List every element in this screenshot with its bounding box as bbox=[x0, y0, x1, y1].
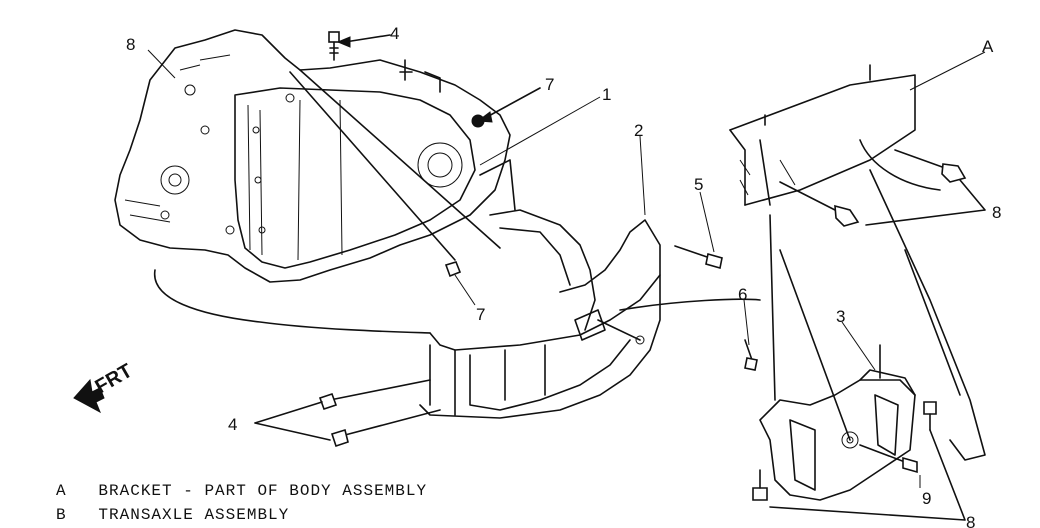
callout-5: 5 bbox=[694, 175, 703, 194]
front-direction-indicator: FRT bbox=[73, 360, 137, 414]
callout-8-upper: 8 bbox=[992, 203, 1001, 222]
legend-item-a: A BRACKET - PART OF BODY ASSEMBLY bbox=[56, 482, 427, 500]
legend-key: A bbox=[56, 482, 67, 500]
callout-4-lower: 4 bbox=[228, 415, 237, 434]
callout-7-upper: 7 bbox=[545, 75, 554, 94]
mount-crossmember bbox=[154, 209, 761, 419]
body-bracket-a bbox=[729, 64, 986, 461]
leader-lines bbox=[147, 34, 986, 488]
bolts-8-upper bbox=[779, 149, 986, 227]
nut-7-lower bbox=[444, 261, 462, 278]
bolt-6 bbox=[744, 339, 758, 371]
front-label: FRT bbox=[92, 360, 137, 398]
callout-2: 2 bbox=[634, 121, 643, 140]
front-arrow-icon bbox=[73, 378, 105, 414]
legend-text: TRANSAXLE ASSEMBLY bbox=[98, 506, 290, 524]
legend-item-b: B TRANSAXLE ASSEMBLY bbox=[56, 506, 289, 524]
legend-key: B bbox=[56, 506, 67, 524]
engine-mount-3 bbox=[759, 344, 916, 501]
callout-B: 8 bbox=[126, 35, 135, 54]
transaxle-assembly bbox=[114, 29, 516, 283]
callout-A: A bbox=[982, 37, 994, 56]
callout-1: 1 bbox=[602, 85, 611, 104]
callout-3: 3 bbox=[836, 307, 845, 326]
callout-9: 9 bbox=[922, 489, 931, 508]
callout-8-lower: 8 bbox=[966, 513, 975, 528]
bolt-9 bbox=[859, 444, 918, 474]
bolts-8-lower bbox=[752, 401, 966, 521]
bolt-5 bbox=[674, 245, 723, 270]
callout-6: 6 bbox=[738, 285, 747, 304]
legend-text: BRACKET - PART OF BODY ASSEMBLY bbox=[98, 482, 428, 500]
bolt-4-top bbox=[328, 31, 340, 61]
callout-4-top: 4 bbox=[390, 24, 399, 43]
callout-7-lower: 7 bbox=[476, 305, 485, 324]
callouts: 8 4 7 1 2 5 7 6 3 4 A 8 9 8 bbox=[126, 24, 1001, 528]
bolts-4-lower bbox=[254, 379, 441, 448]
